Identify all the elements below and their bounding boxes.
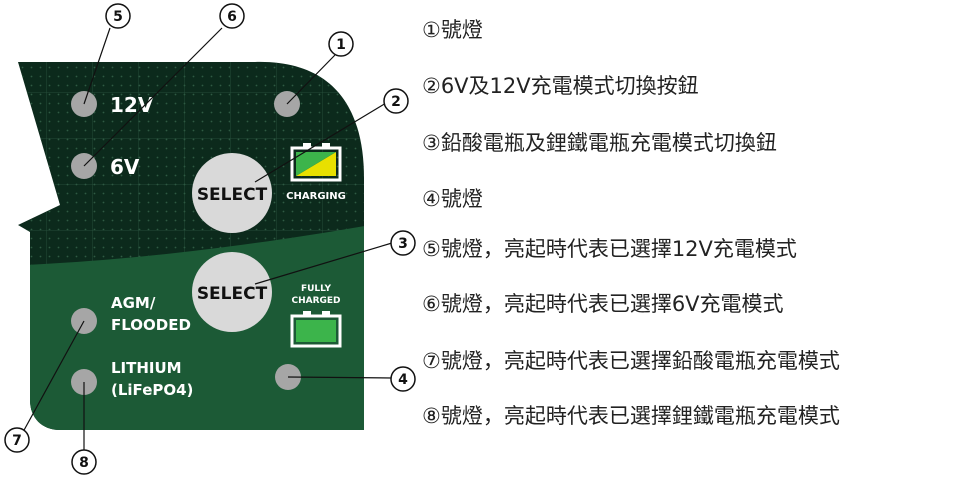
voltage-select-button[interactable]: SELECT xyxy=(192,153,272,233)
legend: ①號燈 ②6V及12V充電模式切換按鈕 ③鉛酸電瓶及鋰鐵電瓶充電模式切換鈕 ④號… xyxy=(408,0,954,477)
label-12v: 12V xyxy=(110,93,154,117)
callout-8: 8 xyxy=(71,449,97,475)
callout-7: 7 xyxy=(4,427,30,453)
svg-text:6: 6 xyxy=(227,9,237,25)
legend-item-8: ⑧號燈，亮起時代表已選擇鋰鐵電瓶充電模式 xyxy=(422,404,840,428)
legend-item-7: ⑦號燈，亮起時代表已選擇鉛酸電瓶充電模式 xyxy=(422,349,840,373)
svg-text:5: 5 xyxy=(113,9,123,25)
label-agm-line2: FLOODED xyxy=(111,316,191,334)
legend-item-4: ④號燈 xyxy=(422,187,483,211)
legend-item-3: ③鉛酸電瓶及鋰鐵電瓶充電模式切換鈕 xyxy=(422,131,777,155)
svg-text:7: 7 xyxy=(12,433,22,449)
select-top-label: SELECT xyxy=(197,185,268,205)
svg-text:4: 4 xyxy=(398,372,408,388)
label-charging: CHARGING xyxy=(286,191,346,202)
label-lithium-line2: (LiFePO4) xyxy=(111,381,193,399)
svg-text:8: 8 xyxy=(79,455,89,471)
legend-item-6: ⑥號燈，亮起時代表已選擇6V充電模式 xyxy=(422,292,784,316)
svg-text:2: 2 xyxy=(391,94,401,110)
legend-item-2: ②6V及12V充電模式切換按鈕 xyxy=(422,74,699,98)
svg-text:3: 3 xyxy=(398,236,408,252)
legend-item-5: ⑤號燈，亮起時代表已選擇12V充電模式 xyxy=(422,237,797,261)
panel-green-section xyxy=(18,216,364,430)
callout-4: 4 xyxy=(390,366,416,392)
leader-lines xyxy=(22,27,393,455)
label-charged: CHARGED xyxy=(291,296,340,306)
callout-1: 1 xyxy=(328,31,354,57)
panel-body xyxy=(18,61,364,430)
charging-battery-icon xyxy=(290,143,342,182)
svg-text:1: 1 xyxy=(336,37,346,53)
label-agm-line1: AGM/ xyxy=(111,294,156,312)
callout-3: 3 xyxy=(390,230,416,256)
label-lithium-line1: LITHIUM xyxy=(111,359,182,377)
callout-6: 6 xyxy=(219,3,245,29)
battery-type-select-button[interactable]: SELECT xyxy=(192,252,272,332)
full-battery-icon xyxy=(290,311,342,348)
select-bottom-label: SELECT xyxy=(197,284,268,304)
label-6v: 6V xyxy=(110,155,140,179)
callout-2: 2 xyxy=(383,88,409,114)
legend-item-1: ①號燈 xyxy=(422,18,483,42)
charger-panel-diagram: 12V 6V AGM/ FLOODED LITHIUM (LiFePO4) SE… xyxy=(4,3,416,475)
label-fully: FULLY xyxy=(301,284,332,294)
callout-5: 5 xyxy=(105,3,131,29)
